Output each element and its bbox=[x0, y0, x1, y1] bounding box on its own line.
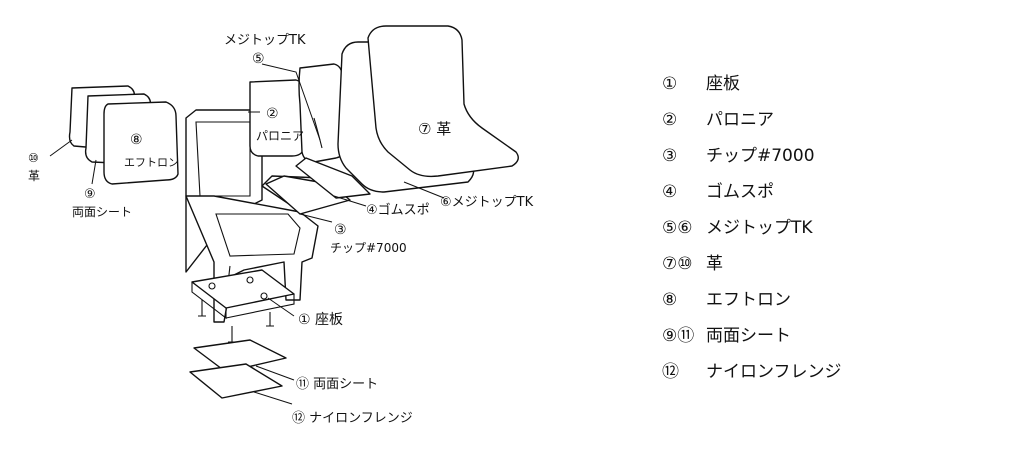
legend-item-4: ④ ゴムスポ bbox=[662, 174, 842, 210]
legend-label: チップ#7000 bbox=[706, 146, 815, 166]
legend-item-12: ⑫ ナイロンフレンジ bbox=[662, 354, 842, 390]
legend-item-1: ① 座板 bbox=[662, 66, 842, 102]
leader-lines bbox=[49, 63, 445, 405]
legend-num: ③ bbox=[662, 146, 678, 166]
legend-label: メジトップTK bbox=[706, 218, 813, 238]
legend-label: パロニア bbox=[706, 110, 774, 130]
callout-11: ⑪ 両面シート bbox=[296, 377, 378, 392]
left-panel-stack bbox=[68, 85, 179, 185]
legend-num: ⑧ bbox=[662, 290, 678, 310]
legend-item-7-10: ⑦⑩ 革 bbox=[662, 246, 842, 282]
legend-item-2: ② パロニア bbox=[662, 102, 842, 138]
legend-num: ④ bbox=[662, 182, 678, 202]
legend-label: 両面シート bbox=[706, 326, 791, 346]
legend-label: 座板 bbox=[706, 74, 740, 94]
callout-4: ④ゴムスポ bbox=[366, 202, 430, 218]
legend-num: ② bbox=[662, 110, 678, 130]
callout-3-text: チップ#7000 bbox=[330, 241, 407, 255]
callout-8-text: エフトロン bbox=[124, 156, 179, 169]
callout-meji-top: メジトップTK bbox=[224, 33, 306, 48]
legend-label: ナイロンフレンジ bbox=[706, 362, 842, 382]
callout-2-text: パロニア bbox=[256, 129, 304, 143]
callout-8-num: ⑧ bbox=[130, 132, 143, 148]
legend-item-9-11: ⑨⑪ 両面シート bbox=[662, 318, 842, 354]
callout-5-num: ⑤ bbox=[252, 51, 265, 67]
legend-label: 革 bbox=[706, 254, 723, 274]
legend-item-5-6: ⑤⑥ メジトップTK bbox=[662, 210, 842, 246]
legend-item-8: ⑧ エフトロン bbox=[662, 282, 842, 318]
legend-num: ⑫ bbox=[662, 362, 679, 382]
legend-num: ① bbox=[662, 74, 678, 94]
callout-9-text: 両面シート bbox=[72, 205, 132, 219]
callout-9-num: ⑨ bbox=[84, 187, 96, 202]
legend-label: ゴムスポ bbox=[706, 182, 774, 202]
legend-label: エフトロン bbox=[706, 290, 791, 310]
callout-1: ① 座板 bbox=[298, 312, 343, 328]
legend-num: ⑨⑪ bbox=[662, 326, 695, 346]
legend-num: ⑤⑥ bbox=[662, 218, 693, 238]
double-sided-sheet-11 bbox=[193, 339, 287, 373]
callout-10-text: 革 bbox=[28, 169, 40, 183]
legend-item-3: ③ チップ#7000 bbox=[662, 138, 842, 174]
gomu-sponge-4 bbox=[295, 157, 371, 199]
seat-exploded-diagram: メジトップTK ⑤ ② パロニア ⑦ 革 ⑥メジトップTK ④ゴムスポ ③ チッ… bbox=[28, 25, 534, 426]
base-board-1 bbox=[191, 269, 295, 309]
leather-shell-7 bbox=[367, 25, 519, 178]
callout-3-num: ③ bbox=[334, 222, 347, 238]
callout-6: ⑥メジトップTK bbox=[440, 195, 534, 210]
callout-10-num: ⑩ bbox=[28, 151, 39, 165]
eftron-panel-8 bbox=[103, 101, 179, 185]
callout-2-num: ② bbox=[266, 106, 279, 122]
legend-num: ⑦⑩ bbox=[662, 254, 693, 274]
callout-12: ⑫ ナイロンフレンジ bbox=[292, 411, 413, 426]
callout-7: ⑦ 革 bbox=[418, 120, 451, 138]
nylon-flange-12 bbox=[189, 363, 283, 399]
